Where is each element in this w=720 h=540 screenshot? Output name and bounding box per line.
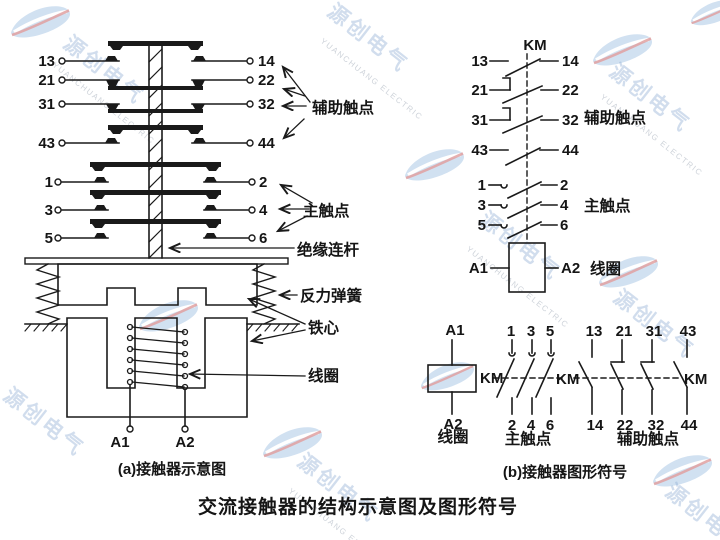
km-label: KM	[556, 371, 579, 388]
km-label: KM	[684, 371, 707, 388]
terminal-label: 2	[259, 174, 267, 191]
terminal-label: 32	[648, 417, 665, 434]
panel-a-caption: (a)接触器示意图	[118, 460, 226, 478]
terminal-label: 5	[546, 323, 554, 340]
terminal-label: 14	[562, 53, 579, 70]
brand-logo-icon	[9, 4, 72, 40]
terminal-label: 21	[38, 72, 55, 89]
aux-contacts-label: 辅助触点	[312, 98, 375, 117]
terminal-label: 22	[258, 72, 275, 89]
panel-b-schematic-labels: KM 13 21 31 43 14 22 32 44 1 3 5 2 4 6 辅…	[469, 37, 647, 278]
terminal-label: 31	[646, 323, 663, 340]
main-contacts-label: 主触点	[303, 201, 350, 220]
brand-logo-icon	[419, 360, 476, 392]
coil-terminal-a1: A1	[469, 260, 488, 277]
panel-a-bars	[90, 41, 221, 238]
panel-b-symbols	[427, 339, 689, 415]
panel-b-caption: (b)接触器图形符号	[503, 463, 627, 481]
terminal-label: 31	[471, 112, 488, 129]
watermark-text: 源创电气	[661, 479, 720, 540]
brand-logo-icon	[403, 147, 466, 183]
brand-logo-icon	[689, 0, 720, 27]
coil-terminal-a2: A2	[561, 260, 580, 277]
panel-b-schematic	[488, 53, 559, 293]
terminal-label: 32	[258, 96, 275, 113]
panel-b-symbol-labels: A1 KM A2 线圈 1 3 5 2 4 6 KM 主触点 13 21 31 …	[437, 322, 707, 481]
aux-contacts-label: 辅助触点	[584, 108, 647, 127]
terminal-label: 2	[508, 417, 516, 434]
terminal-label: 2	[560, 177, 568, 194]
main-contacts-label: 主触点	[505, 429, 552, 448]
terminal-label: 43	[680, 323, 697, 340]
panel-a-labels: 13 21 31 43 14 22 32 44 1 3 5 2 4 6 辅助触点…	[38, 53, 374, 478]
terminal-label: 31	[38, 96, 55, 113]
insulating-rod-label: 绝缘连杆	[297, 240, 360, 259]
terminal-label: 44	[681, 417, 698, 434]
page-title: 交流接触器的结构示意图及图形符号	[198, 495, 518, 518]
km-label: KM	[523, 37, 546, 54]
terminal-label: 43	[38, 135, 55, 152]
terminal-label: 22	[562, 82, 579, 99]
terminal-label: 1	[45, 174, 53, 191]
terminal-label: 22	[617, 417, 634, 434]
aux-contacts-label: 辅助触点	[617, 429, 680, 448]
terminal-label: 1	[507, 323, 515, 340]
brand-logo-icon	[591, 32, 654, 68]
terminal-label: 3	[478, 197, 486, 214]
terminal-label: 44	[258, 135, 275, 152]
coil-label: 线圈	[590, 259, 621, 278]
terminal-label: 13	[586, 323, 603, 340]
terminal-label: 1	[478, 177, 486, 194]
terminal-label: 21	[471, 82, 488, 99]
terminal-label: 13	[38, 53, 55, 70]
terminal-label: 4	[259, 202, 268, 219]
terminal-label: 3	[527, 323, 535, 340]
watermark-text: 源创电气	[0, 383, 89, 461]
terminal-label: 6	[546, 417, 554, 434]
coil-terminal-a1: A1	[110, 434, 129, 451]
return-spring-label: 反力弹簧	[300, 286, 363, 305]
terminal-label: 5	[45, 230, 53, 247]
watermark-text: 源创电气	[323, 0, 413, 77]
terminal-label: 3	[45, 202, 53, 219]
terminal-label: 14	[258, 53, 275, 70]
terminal-label: 43	[471, 142, 488, 159]
coil-terminal-a1: A1	[445, 322, 464, 339]
terminal-label: 6	[560, 217, 568, 234]
watermark-text: 源创电气	[475, 207, 565, 285]
coil-terminal-a2: A2	[443, 416, 462, 433]
coil-label: 线圈	[437, 427, 468, 446]
km-label: KM	[480, 370, 503, 387]
terminal-label: 14	[587, 417, 604, 434]
terminal-label: 32	[562, 112, 579, 129]
terminal-label: 13	[471, 53, 488, 70]
coil-label: 线圈	[308, 366, 339, 385]
brand-logo-icon	[651, 453, 714, 489]
terminal-label: 4	[560, 197, 569, 214]
iron-core-label: 铁心	[308, 318, 340, 337]
coil-terminal-a2: A2	[175, 434, 194, 451]
main-contacts-label: 主触点	[584, 196, 631, 215]
terminal-label: 5	[478, 217, 486, 234]
terminal-label: 44	[562, 142, 579, 159]
terminal-label: 4	[527, 417, 536, 434]
terminal-label: 21	[616, 323, 633, 340]
terminal-label: 6	[259, 230, 267, 247]
